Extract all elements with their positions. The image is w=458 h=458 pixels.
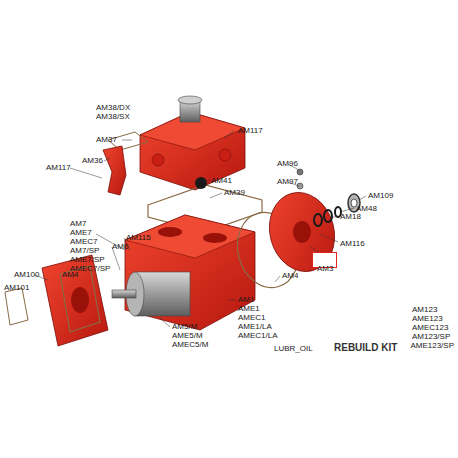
callout-number: AM4 <box>282 272 298 280</box>
callout-number: AME1 <box>238 305 260 313</box>
callout-number: AM123 <box>412 306 437 314</box>
callout-number: AM97 <box>277 178 298 186</box>
callout-number: AMEC1 <box>238 314 266 322</box>
callout-number: AMEC123 <box>412 324 448 332</box>
callout-box: AM3 <box>312 252 337 268</box>
callout-number: AMEC5/M <box>172 341 208 349</box>
callout-number: AMEC7 <box>70 238 98 246</box>
callout-number: AME5/M <box>172 332 203 340</box>
callout-number: AM7/SP <box>70 247 99 255</box>
callout-number: AM96 <box>277 160 298 168</box>
callout-number: AME123/SP <box>410 342 454 350</box>
gasket <box>5 288 28 325</box>
callout-number: AMEC1/LA <box>238 332 278 340</box>
callout-number: AME123 <box>412 315 443 323</box>
callout-number: AM41 <box>211 177 232 185</box>
callout-number: AM3 <box>317 265 333 273</box>
elbow-pipe <box>103 146 126 195</box>
callout-number: AM7 <box>70 220 86 228</box>
callout-number: AM36 <box>82 157 103 165</box>
callout-number: AM38/SX <box>96 113 130 121</box>
callout-number: AM37 <box>96 136 117 144</box>
callout-number: AM38/DX <box>96 104 130 112</box>
top-cover <box>140 96 245 190</box>
callout-number: AM123/SP <box>412 333 450 341</box>
note-label: LUBR_OIL <box>274 345 313 353</box>
callout-number: AM18 <box>340 213 361 221</box>
callout-number: AM101 <box>4 284 29 292</box>
callout-number: AME7/SP <box>70 256 105 264</box>
callout-number: AM117 <box>238 127 263 135</box>
callout-number: AM5/M <box>172 323 197 331</box>
callout-number: AME1/LA <box>238 323 272 331</box>
watermark: REBUILD KIT <box>334 343 397 353</box>
seal-rings <box>314 207 341 226</box>
pump-body <box>112 215 255 330</box>
gasket <box>60 266 100 332</box>
rear-cover <box>261 185 344 279</box>
callout-number: AM117 <box>46 164 71 172</box>
callout-number: AM6 <box>112 243 128 251</box>
callout-number: AM109 <box>368 192 393 200</box>
ball <box>195 177 207 189</box>
callout-number: AM100 <box>14 271 39 279</box>
callout-number: AME7 <box>70 229 92 237</box>
leader-lines <box>34 131 366 327</box>
callout-number: AM115 <box>126 234 151 242</box>
callout-number: AM39 <box>224 189 245 197</box>
callout-number: AM1 <box>238 296 254 304</box>
callout-number: AM4 <box>62 271 78 279</box>
callout-number: AM48 <box>356 205 377 213</box>
callout-number: AM116 <box>340 240 365 248</box>
